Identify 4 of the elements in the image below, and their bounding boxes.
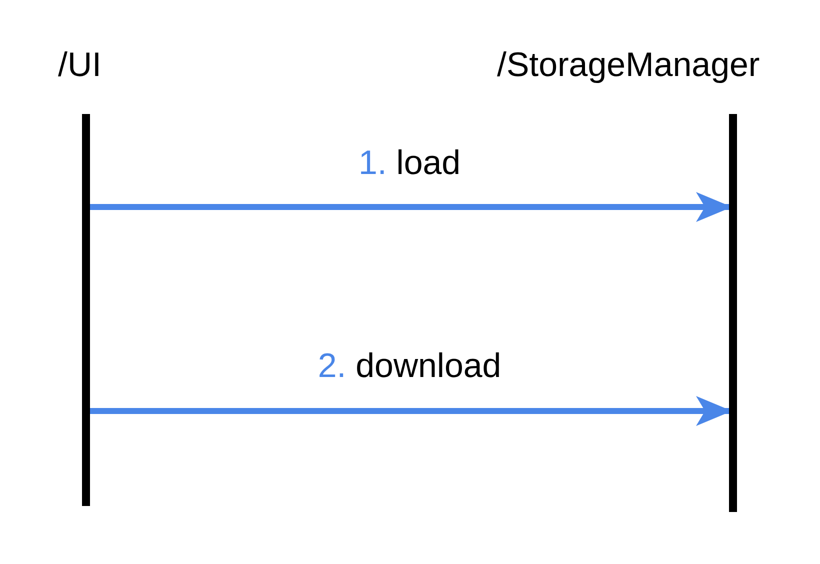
lifeline-title: /UI	[58, 48, 102, 82]
arrow	[90, 192, 732, 222]
lifeline-title: /StorageManager	[497, 48, 760, 82]
arrow	[90, 396, 732, 426]
